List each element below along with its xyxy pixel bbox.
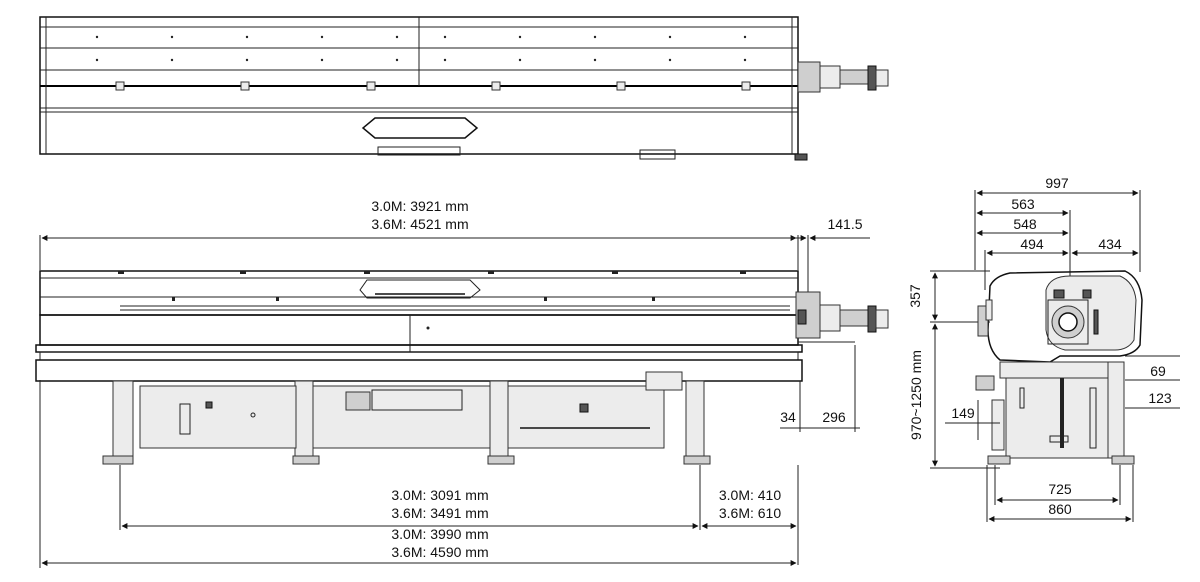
foot-outer: 860 <box>1048 501 1072 517</box>
top-motor <box>797 61 889 93</box>
dim-357: 357 <box>907 284 923 308</box>
width-997: 997 <box>1045 175 1069 191</box>
overall-length-36m: 3.6M: 4521 mm <box>371 216 468 232</box>
dim-494: 494 <box>1020 236 1044 252</box>
dim-548: 548 <box>1013 216 1037 232</box>
electric-cabinet-right <box>507 385 665 449</box>
dim-563: 563 <box>1011 196 1035 212</box>
front-motor <box>795 291 889 343</box>
foot-inner: 725 <box>1048 481 1072 497</box>
dim-123: 123 <box>1148 390 1172 406</box>
right-offset-3m: 3.0M: 410 <box>719 487 781 503</box>
offset-34: 34 <box>780 409 796 425</box>
offset-296: 296 <box>822 409 846 425</box>
dim-434: 434 <box>1098 236 1122 252</box>
overall-length-3m: 3.0M: 3921 mm <box>371 198 468 214</box>
right-offset-36m: 3.6M: 610 <box>719 505 781 521</box>
base-rail <box>35 359 803 382</box>
inspection-window <box>361 117 479 139</box>
side-view: 997 563 548 494 434 357 970~1250 mm <box>907 175 1180 522</box>
base-length-3m: 3.0M: 3990 mm <box>391 526 488 542</box>
base-length-36m: 3.6M: 4590 mm <box>391 544 488 560</box>
dim-69: 69 <box>1150 363 1166 379</box>
front-handle <box>359 279 481 299</box>
rail-fastener-row <box>115 81 751 91</box>
motor-extension-label: 141.5 <box>827 216 862 232</box>
support-frame <box>102 371 711 465</box>
front-view: 3.0M: 3921 mm 3.6M: 4521 mm 141.5 <box>35 198 889 568</box>
drive-cabinet <box>312 385 491 449</box>
side-housing <box>977 270 1143 363</box>
base-spacing-36m: 3.6M: 3491 mm <box>391 505 488 521</box>
electric-cabinet-left <box>139 385 297 449</box>
height-range: 970~1250 mm <box>908 350 924 440</box>
top-view <box>39 16 889 161</box>
dim-149: 149 <box>951 405 975 421</box>
base-spacing-3m: 3.0M: 3091 mm <box>391 487 488 503</box>
side-stand <box>975 361 1135 465</box>
